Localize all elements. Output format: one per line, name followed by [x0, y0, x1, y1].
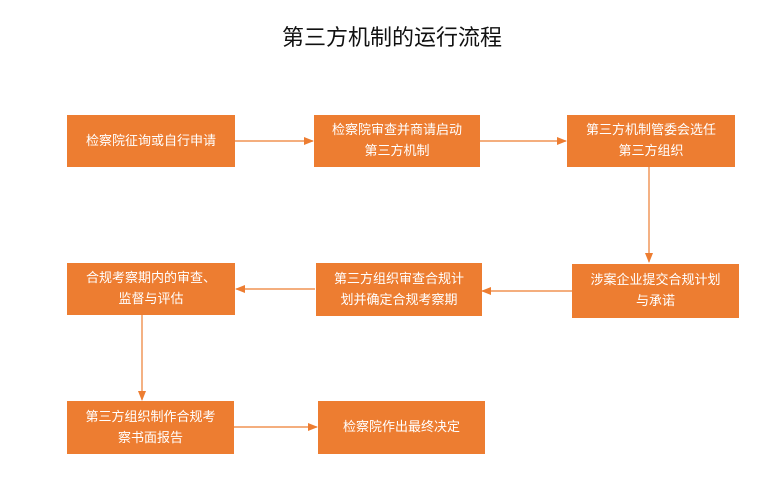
- step-final-decision: 检察院作出最终决定: [318, 401, 485, 454]
- step-select-org: 第三方机制管委会选任 第三方组织: [567, 115, 735, 167]
- step-submit-plan: 涉案企业提交合规计划 与承诺: [572, 264, 739, 318]
- diagram-title: 第三方机制的运行流程: [281, 26, 502, 51]
- step-determine-period: 第三方组织审查合规计 划并确定合规考察期: [316, 263, 482, 316]
- step-review-start: 检察院审查并商请启动 第三方机制: [314, 115, 480, 167]
- step-report: 第三方组织制作合规考 察书面报告: [67, 401, 234, 454]
- step-apply: 检察院征询或自行申请: [67, 115, 235, 167]
- step-supervise: 合规考察期内的审查、 监督与评估: [67, 263, 235, 315]
